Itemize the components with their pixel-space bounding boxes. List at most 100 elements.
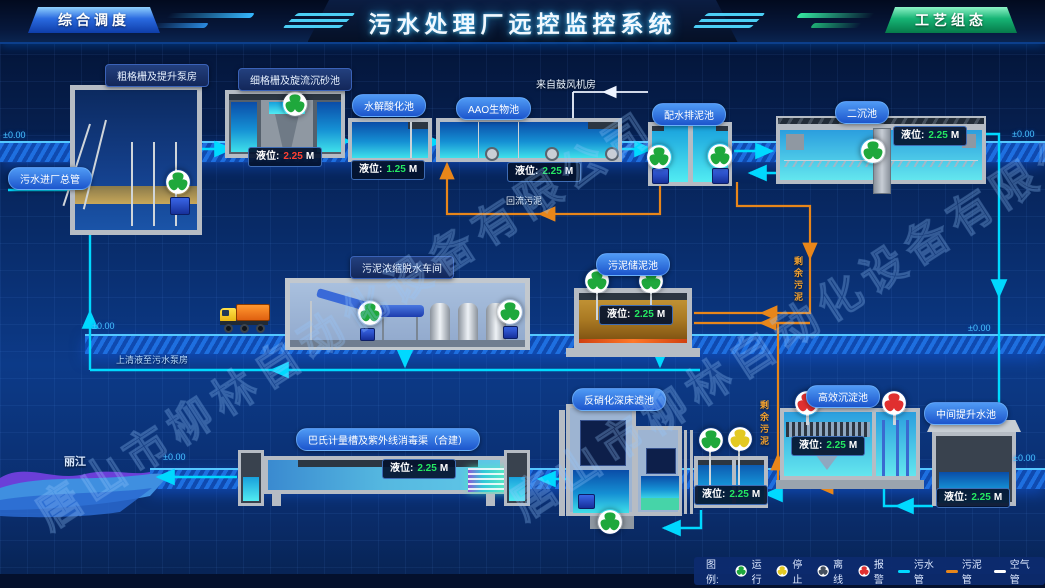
fan-icon-denitrification[interactable] xyxy=(597,509,623,535)
nav-button-dispatch[interactable]: 综合调度 xyxy=(28,7,160,33)
level-unit: M xyxy=(564,166,574,177)
divider xyxy=(518,122,519,158)
feed-pump[interactable] xyxy=(503,326,518,339)
internal-pipe xyxy=(906,420,909,476)
unit-parshall-uv xyxy=(238,450,530,506)
inner-wall xyxy=(310,301,312,347)
label-secondary-sed[interactable]: 二沉池 xyxy=(835,101,889,124)
hydrolysis-tank xyxy=(348,118,432,162)
fan-icon-fine-screen[interactable] xyxy=(282,91,308,117)
divider xyxy=(153,142,155,226)
title-plate xyxy=(307,0,738,42)
fan-icon-coarse-screen[interactable] xyxy=(165,169,191,195)
fan-icon-contact-stop[interactable] xyxy=(727,426,753,452)
mixer-shaft xyxy=(596,292,598,320)
cab-window xyxy=(222,310,229,316)
lamella-modules xyxy=(786,422,870,437)
elevation-marker: ±0.00 xyxy=(163,452,186,462)
legend-item-sewage-pipe: 污水管 xyxy=(898,556,937,586)
label-river: 丽江 xyxy=(64,456,86,468)
tank-cover xyxy=(652,126,664,131)
level-value: 2.25 xyxy=(826,440,846,451)
inlet-box xyxy=(786,134,804,150)
stand-leg xyxy=(416,317,418,343)
tank-cover xyxy=(229,94,341,100)
fan-icon-distribution-1[interactable] xyxy=(646,144,672,170)
cyclone-funnel xyxy=(275,114,299,148)
wheel xyxy=(240,324,249,333)
filter-right-bay xyxy=(634,426,682,516)
legend-label: 空气管 xyxy=(1009,560,1030,586)
label-intermediate-lift[interactable]: 中间提升水池 xyxy=(924,402,1008,425)
level-prefix: 液位: xyxy=(390,463,414,474)
discharge-pump[interactable] xyxy=(652,168,669,184)
agitator-shaft xyxy=(893,410,896,425)
fan-icon-high-eff-alarm-2[interactable] xyxy=(881,390,907,416)
legend-item-stop: 停止 xyxy=(776,556,808,586)
label-sludge-dewater[interactable]: 污泥浓缩脱水车间 xyxy=(350,256,454,279)
level-value: 2.25 xyxy=(283,151,303,162)
feed-pump[interactable] xyxy=(360,328,375,341)
filter-pump[interactable] xyxy=(578,494,595,509)
tank-cover xyxy=(716,126,728,131)
level-value: 2.25 xyxy=(729,489,749,500)
control-panel xyxy=(580,420,626,466)
nav-button-process[interactable]: 工艺组态 xyxy=(885,7,1017,33)
filter-media xyxy=(641,498,679,510)
fan-icon-dewater-1[interactable] xyxy=(357,300,383,326)
label-aao[interactable]: AAO生物池 xyxy=(456,97,532,120)
level-value: 2.25 xyxy=(928,130,948,141)
aerator xyxy=(485,147,499,161)
header-streak xyxy=(796,13,875,18)
lift-pump[interactable] xyxy=(170,197,190,215)
label-hydrolysis[interactable]: 水解酸化池 xyxy=(352,94,426,117)
label-inlet-main[interactable]: 污水进厂总管 xyxy=(8,167,92,190)
internal-pipe xyxy=(896,420,899,476)
fan-alarm-icon xyxy=(858,565,870,577)
sewage-pipe-swatch xyxy=(898,569,910,573)
label-distribution[interactable]: 配水排泥池 xyxy=(652,103,726,126)
level-unit: M xyxy=(439,463,449,474)
legend-item-air-pipe: 空气管 xyxy=(994,556,1033,586)
unit-denitrification xyxy=(559,404,682,529)
label-sludge-storage[interactable]: 污泥储泥池 xyxy=(596,253,670,276)
label-coarse-screen[interactable]: 粗格栅及提升泵房 xyxy=(105,64,209,87)
fan-icon-dewater-2[interactable] xyxy=(497,299,523,325)
elevation-marker: ±0.00 xyxy=(968,323,991,333)
unit-hydrolysis xyxy=(348,118,432,162)
legend-item-alarm: 报警 xyxy=(858,556,890,586)
legend-label: 运行 xyxy=(751,560,762,586)
air-pipe-swatch xyxy=(994,569,1006,573)
label-denitrification[interactable]: 反硝化深床滤池 xyxy=(572,388,666,411)
fan-icon-distribution-2[interactable] xyxy=(707,143,733,169)
storage-silo xyxy=(458,303,478,343)
fan-icon-secondary-sed[interactable] xyxy=(860,138,886,164)
truck-bed xyxy=(236,304,270,321)
legend-label: 离线 xyxy=(833,560,844,586)
base-slab xyxy=(566,348,700,357)
level-unit: M xyxy=(950,130,960,141)
label-fine-screen[interactable]: 细格栅及旋流沉砂池 xyxy=(238,68,352,91)
internal-pipe xyxy=(882,420,885,476)
end-pier xyxy=(238,450,264,506)
fan-icon-contact-run[interactable] xyxy=(698,427,724,453)
fan-offline-icon xyxy=(817,565,829,577)
label-parshall-uv[interactable]: 巴氏计量槽及紫外线消毒渠（合建） xyxy=(296,428,480,451)
storage-silo xyxy=(430,303,450,343)
pier-water xyxy=(243,477,259,501)
label-high-eff-sed[interactable]: 高效沉淀池 xyxy=(806,385,880,408)
level-prefix: 液位: xyxy=(702,489,726,500)
centrifuge xyxy=(378,305,424,317)
label-return-sludge: 回流污泥 xyxy=(506,196,543,206)
level-prefix: 液位: xyxy=(359,164,383,175)
unit-coarse-screen xyxy=(62,85,202,235)
water-cell xyxy=(317,102,341,152)
discharge-pump[interactable] xyxy=(712,168,729,184)
